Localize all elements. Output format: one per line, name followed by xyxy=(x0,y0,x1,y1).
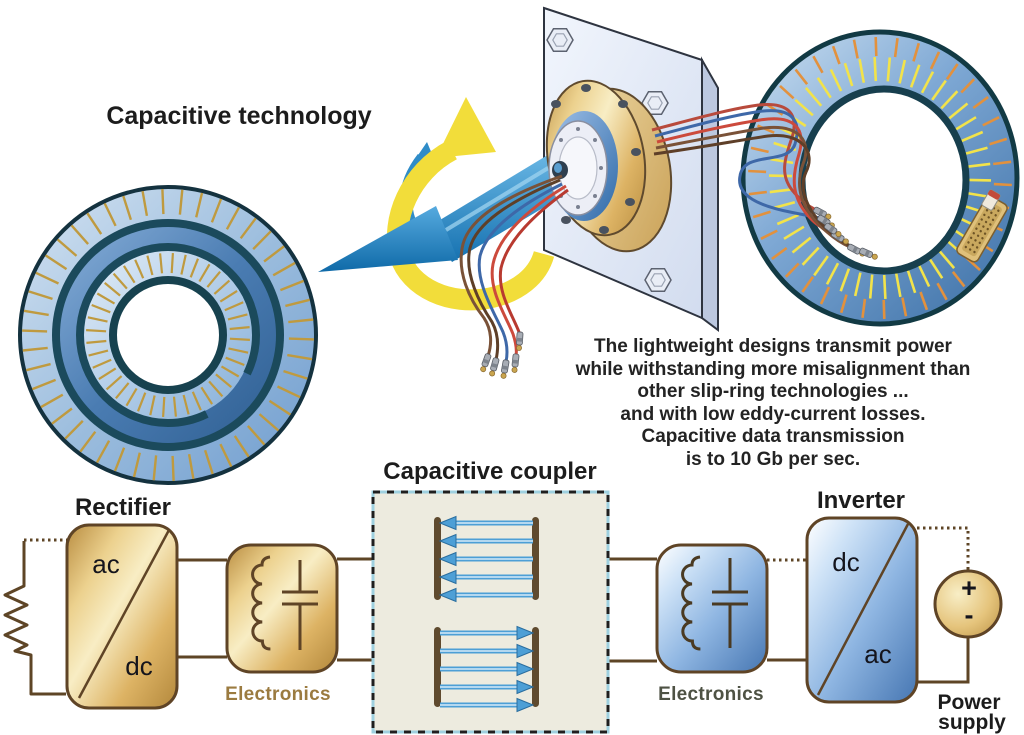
right-slip-ring xyxy=(740,29,1020,327)
wire-connectors-right xyxy=(813,206,878,260)
ring-electronics-module xyxy=(956,189,1008,263)
description-line: while withstanding more misalignment tha… xyxy=(575,358,971,380)
description-line: and with low eddy-current losses. xyxy=(620,403,926,425)
electronics-box-right xyxy=(655,543,769,674)
electronics-box-left xyxy=(225,543,339,674)
electronics-right-label: Electronics xyxy=(658,684,764,705)
circuit-schematic xyxy=(3,490,1003,734)
left-slip-ring xyxy=(18,185,318,485)
description-line: Capacitive data transmission xyxy=(641,426,905,447)
power-supply-minus: - xyxy=(964,600,974,630)
right-ring-yellow-ticks xyxy=(768,57,992,299)
rectifier-dc: dc xyxy=(125,651,153,681)
inverter-dc: dc xyxy=(832,547,860,577)
description-line: The lightweight designs transmit power xyxy=(594,336,952,357)
hex-bolt xyxy=(546,27,574,53)
capacitor-symbol xyxy=(712,558,748,648)
electronics-left-label: Electronics xyxy=(225,684,331,705)
wire-bundle-left xyxy=(459,174,569,363)
load-resistor xyxy=(3,541,66,696)
rectifier-box xyxy=(65,523,179,710)
inverter-label: Inverter xyxy=(816,487,906,514)
flange-bolts xyxy=(551,84,641,234)
description-text: The lightweight designs transmit power w… xyxy=(576,336,971,471)
inverter-box xyxy=(805,516,919,704)
page-title: Capacitive technology xyxy=(106,102,372,130)
ring-chip xyxy=(981,189,1001,211)
inverter-ac: ac xyxy=(864,639,892,669)
rectifier-ac: ac xyxy=(92,549,120,579)
rectifier-label: Rectifier xyxy=(74,494,172,521)
description-line: other slip-ring technologies ... xyxy=(637,381,909,402)
coupler-label: Capacitive coupler xyxy=(383,458,597,485)
coupler-arrows-top xyxy=(438,515,533,603)
left-ring-outer-ticks xyxy=(22,189,314,481)
power-supply-label-bottom: supply xyxy=(938,711,1006,734)
capacitor-plates xyxy=(434,517,539,707)
left-ring-inner-ticks xyxy=(86,253,250,417)
capacitor-symbol xyxy=(282,560,318,650)
hex-bolt xyxy=(644,267,672,293)
rotation-arrow-yellow xyxy=(386,97,555,311)
description-line: is to 10 Gb per sec. xyxy=(685,448,861,470)
coupler-box xyxy=(371,490,610,734)
coupler-arrows-bottom xyxy=(440,625,535,713)
power-supply-circle xyxy=(933,569,1003,639)
power-supply-plus: + xyxy=(961,573,977,603)
power-supply-label-top: Power xyxy=(937,691,1001,714)
inductor-symbol xyxy=(251,555,271,651)
wire-connectors-left xyxy=(480,331,524,379)
